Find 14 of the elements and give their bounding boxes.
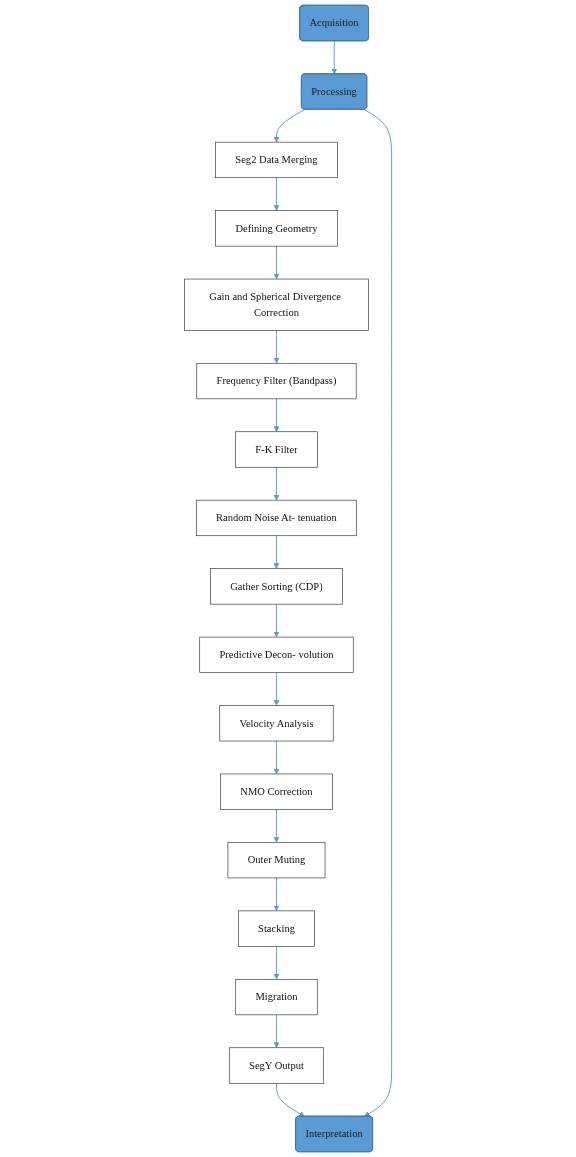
node-box: Velocity Analysis [219, 705, 334, 742]
node-box: Migration [235, 978, 318, 1016]
node-box: Random Noise At- tenuation [196, 499, 357, 537]
node-box: Defining Geometry [215, 210, 338, 247]
node-box: Gain and Spherical Divergence Correction [184, 278, 369, 331]
node-box: Predictive Decon- volution [199, 636, 354, 673]
node-box: Outer Muting [227, 842, 326, 879]
node-box: Seg2 Data Merging [215, 141, 338, 179]
node-box: NMO Correction [220, 773, 333, 810]
node-box: Stacking [238, 910, 315, 947]
node-box: F-K Filter [235, 431, 318, 468]
node-box: Frequency Filter (Bandpass) [196, 362, 357, 400]
node-box: Gather Sorting (CDP) [210, 568, 343, 605]
node-box: SegY Output [228, 1047, 324, 1084]
